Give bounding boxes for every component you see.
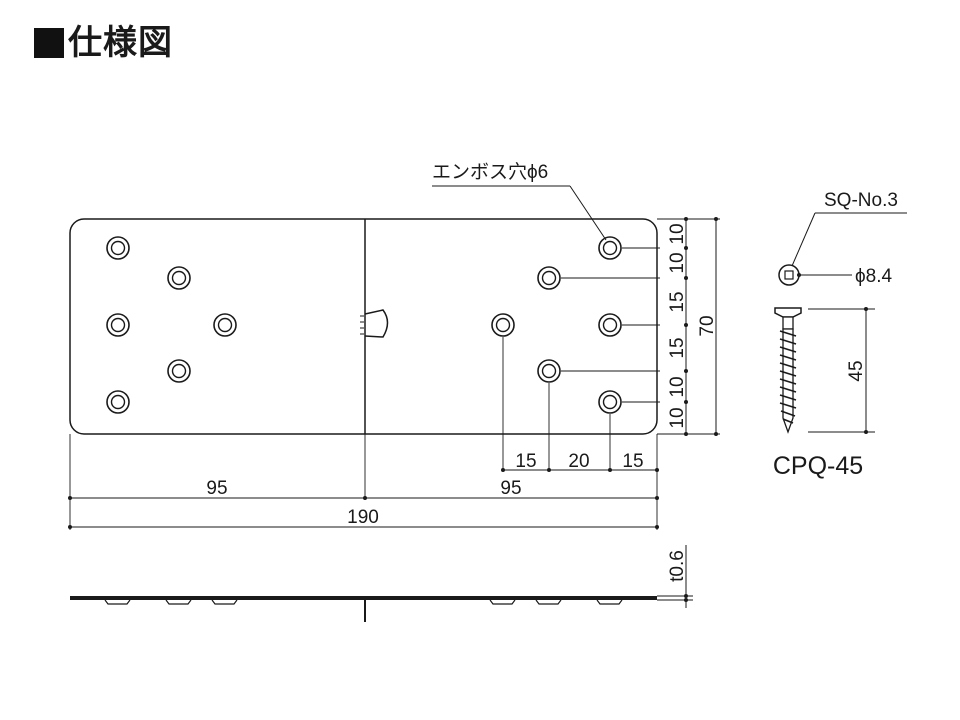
emboss-hole — [598, 313, 622, 337]
screw-drawing: SQ-No.3 ϕ8.4 45 CPQ- — [773, 190, 907, 480]
width-dimensions: 95 95 190 — [68, 434, 659, 530]
screw-drive-label: SQ-No.3 — [824, 190, 898, 211]
emboss-hole — [106, 390, 130, 414]
total-width-label: 190 — [347, 507, 379, 528]
emboss-hole — [598, 236, 622, 260]
width-label-right: 95 — [500, 478, 521, 499]
pitch-label: 10 — [667, 407, 688, 428]
pitch-label: 15 — [622, 451, 643, 472]
screw-length-label: 45 — [846, 360, 867, 381]
pitch-label: 15 — [515, 451, 536, 472]
horizontal-pitch-dimensions: 15 20 15 — [501, 337, 659, 472]
heading-square-icon — [34, 28, 64, 58]
emboss-hole — [106, 236, 130, 260]
screw-head-icon — [778, 264, 800, 286]
plate-side-view: t0.6 — [70, 545, 693, 622]
emboss-hole — [537, 359, 561, 383]
vertical-dimensions: 10 10 15 15 10 10 70 — [667, 217, 718, 436]
emboss-hole — [537, 266, 561, 290]
emboss-hole — [167, 359, 191, 383]
emboss-hole — [167, 266, 191, 290]
left-holes — [106, 236, 237, 414]
center-tab — [364, 309, 389, 338]
pitch-label: 15 — [667, 337, 688, 358]
width-label-left: 95 — [206, 478, 227, 499]
pitch-label: 20 — [568, 451, 589, 472]
height-label: 70 — [697, 315, 718, 336]
pitch-label: 15 — [667, 291, 688, 312]
emboss-hole — [598, 390, 622, 414]
hole-callout-label: エンボス穴ϕ6 — [432, 161, 548, 183]
screw-threads — [779, 330, 797, 424]
emboss-hole — [491, 313, 515, 337]
screw-head-diameter-label: ϕ8.4 — [855, 266, 892, 287]
hole-extension-lines — [561, 218, 720, 435]
emboss-hole — [213, 313, 237, 337]
emboss-hole — [106, 313, 130, 337]
pitch-label: 10 — [667, 376, 688, 397]
pitch-label: 10 — [667, 223, 688, 244]
pitch-label: 10 — [667, 252, 688, 273]
square-drive-icon — [784, 270, 794, 280]
plate-outline — [69, 218, 658, 435]
plate-top-view — [69, 218, 658, 435]
hole-callout: エンボス穴ϕ6 — [432, 161, 607, 241]
page-heading: 仕様図 — [34, 26, 173, 60]
right-holes — [491, 236, 622, 414]
screw-head-side — [774, 307, 802, 318]
thickness-label: t0.6 — [667, 550, 688, 582]
screw-model-label: CPQ-45 — [773, 452, 863, 480]
page-title: 仕様図 — [68, 23, 173, 63]
